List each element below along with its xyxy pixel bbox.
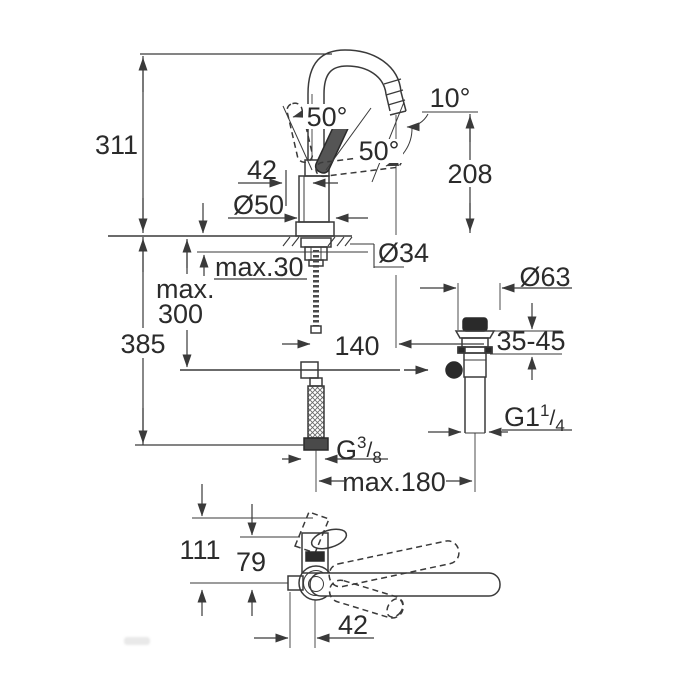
label-drain-flange-dia: Ø63 [519, 262, 570, 292]
dim-mount-range [488, 303, 562, 380]
label-mount-range: 35-45 [496, 326, 565, 356]
label-hose-offset: max.180 [342, 467, 446, 497]
spout-ellipse-topview [310, 528, 348, 550]
handle-dashed-down-topview [328, 579, 404, 619]
top-view [190, 511, 501, 619]
pop-up-drain [454, 317, 496, 492]
label-base-dia: Ø50 [233, 190, 284, 220]
handle-solid-topview [309, 572, 501, 597]
handle-dashed-up-topview [328, 540, 460, 588]
label-drain-thread: G11/4 [504, 401, 565, 435]
label-max-300: 300 [158, 299, 203, 329]
label-hose-thread: G3/8 [336, 433, 382, 467]
pull-rod [180, 361, 463, 379]
watermark [124, 637, 150, 645]
stud-end [310, 325, 322, 334]
label-hole-dia: Ø34 [378, 238, 429, 268]
dim-hose-offset [315, 450, 473, 492]
pullrod-knob-topview [287, 575, 304, 591]
callout-hole-dia [350, 243, 404, 268]
drain-cap [462, 317, 488, 332]
dim-max-30 [198, 203, 307, 280]
label-top-handle-offset: 42 [338, 610, 368, 640]
label-handle-offset: 42 [247, 155, 277, 185]
label-rod-length: 140 [334, 331, 379, 361]
side-view-dimensions [135, 53, 572, 492]
label-max-word: max. [156, 274, 215, 304]
label-spout-angle: 10° [430, 83, 471, 113]
dim-total-height [138, 53, 332, 233]
dim-rod-length [282, 275, 484, 349]
spout-dashed-topview [294, 511, 330, 554]
dim-drain-thread [428, 427, 572, 437]
handle-dashed-left [286, 102, 314, 163]
label-spout-height: 208 [447, 159, 492, 189]
label-total-height: 311 [95, 130, 138, 160]
drain-lever-knob [445, 361, 463, 379]
dimension-labels: 311 385 max. 300 max.30 Ø50 42 50° 50° 1… [95, 83, 571, 640]
label-top-body-depth: 79 [236, 547, 266, 577]
label-deck-thickness: max.30 [215, 252, 304, 282]
label-swivel-left: 50° [307, 102, 348, 132]
label-total-depth: 385 [120, 329, 165, 359]
dim-handle-offset [238, 170, 338, 206]
body-topview [301, 532, 329, 574]
drain-tailpipe [464, 377, 486, 492]
faucet-spout [307, 49, 407, 235]
dim-topview-offset [254, 592, 374, 648]
dim-drain-flange [420, 283, 572, 330]
supply-hose [303, 377, 329, 451]
top-view-dimensions [197, 484, 374, 648]
label-swivel-right: 50° [359, 136, 400, 166]
label-top-reach: 111 [179, 535, 220, 565]
